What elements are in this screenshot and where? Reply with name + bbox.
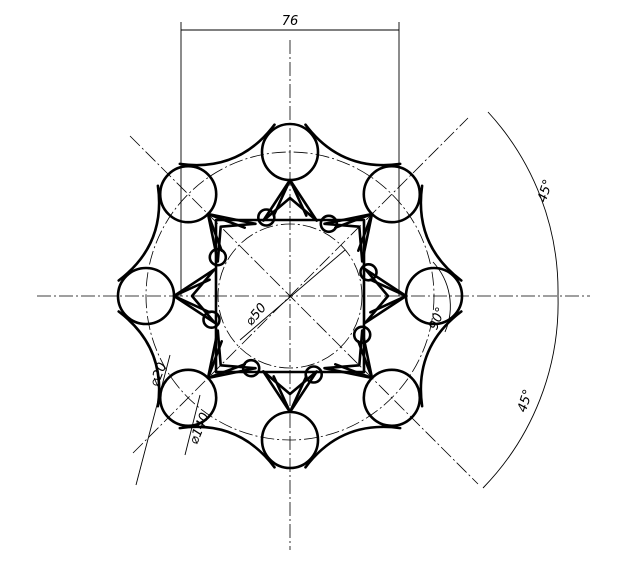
inner-notch: [202, 310, 221, 330]
inner-notch: [319, 214, 339, 234]
inner-notch: [256, 208, 276, 227]
hole-diameter-leader: [135, 354, 171, 486]
angle-inner-arc: [432, 261, 451, 333]
star-spoke: [262, 178, 318, 222]
inner-notch: [241, 358, 261, 378]
spoke-ridge: [172, 278, 211, 314]
outer-hole: [158, 164, 218, 224]
angle-lower-label: 45°: [515, 388, 536, 415]
pitch-diameter-leader: [184, 394, 201, 456]
construction-lines: [37, 40, 590, 550]
outer-hole: [404, 266, 464, 326]
outer-hole: [362, 164, 422, 224]
star-spoke: [364, 268, 408, 324]
inner-frame: [214, 218, 366, 374]
outer-hole: [362, 368, 422, 428]
center-hole-circle: [217, 223, 363, 369]
outer-arc: [419, 310, 463, 408]
part-outline: [117, 123, 463, 469]
angle-upper-arc: [487, 111, 559, 297]
spoke-ridge: [272, 375, 308, 414]
star-spoke: [172, 268, 216, 324]
center-hole-leader: [239, 249, 346, 341]
angle-inner-label: 90°: [426, 305, 449, 332]
outer-arc: [304, 123, 402, 167]
inner-notch: [208, 247, 228, 267]
center-hole-label: ⌀50: [243, 301, 270, 329]
hole-diameter-label: ⌀20: [147, 361, 170, 389]
star-spoke: [262, 370, 318, 414]
inner-notch: [359, 262, 378, 282]
angle-lower-arc: [482, 295, 559, 489]
diagonal-center-line: [129, 135, 479, 485]
pitch-circle: [145, 151, 435, 441]
spoke-ridge: [272, 178, 308, 217]
outer-hole: [158, 368, 218, 428]
diagonal-center-line: [132, 117, 469, 454]
outer-hole: [260, 122, 320, 182]
outer-arc: [304, 425, 402, 469]
outer-hole: [260, 410, 320, 470]
star-spokes: [172, 178, 408, 414]
angle-upper-label: 45°: [535, 178, 556, 205]
inner-notch: [304, 365, 324, 384]
outer-holes: [116, 122, 464, 470]
width-dimension-label: 76: [282, 14, 299, 29]
outer-arc: [419, 184, 463, 282]
spoke-ridge: [369, 278, 408, 314]
outer-arc: [117, 310, 161, 408]
outer-hole: [116, 266, 176, 326]
dimension-lines: [135, 22, 559, 489]
outer-arc: [178, 123, 276, 167]
outer-arc: [117, 184, 161, 282]
inner-notch: [352, 325, 372, 345]
